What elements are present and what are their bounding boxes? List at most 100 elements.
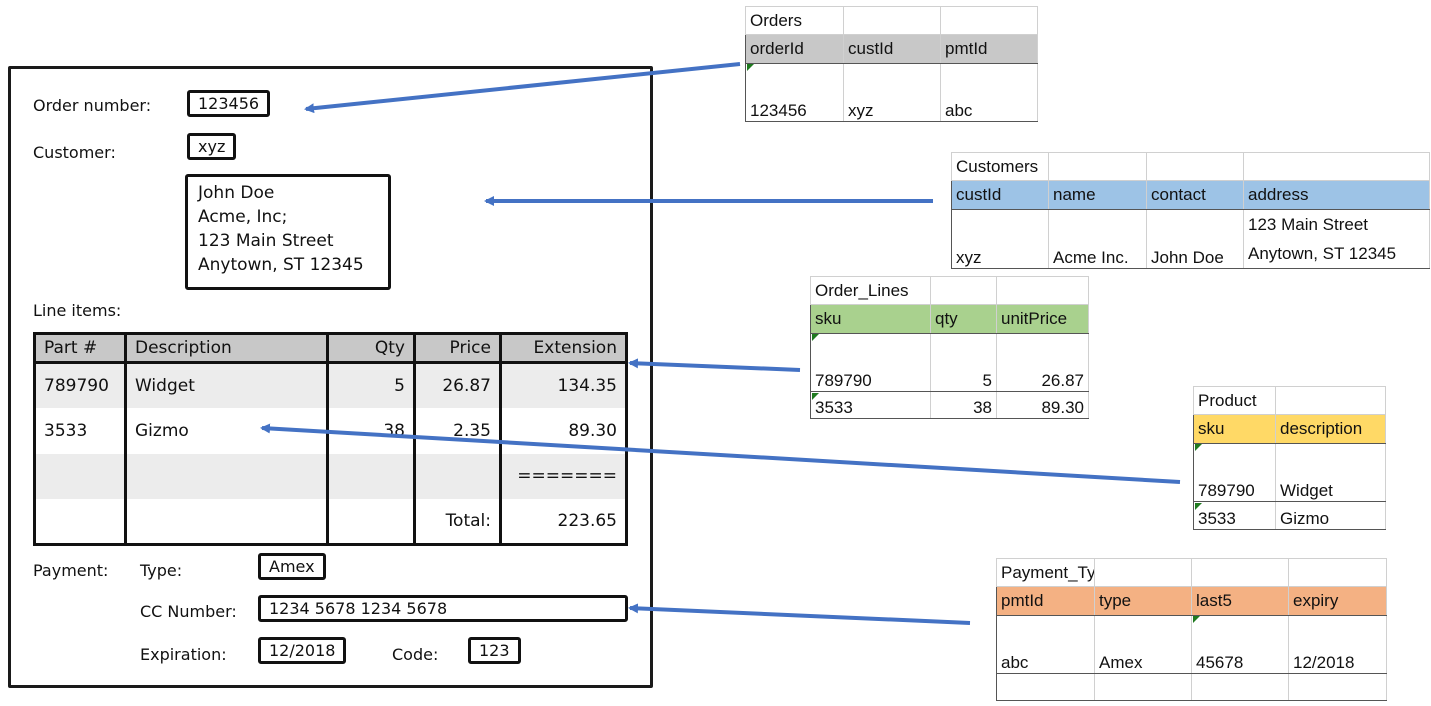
table-row: 3533 Gizmo 38 2.35 89.30 — [35, 408, 627, 454]
sheet-title: Product — [1193, 386, 1276, 415]
line-items-label: Line items: — [33, 301, 122, 320]
col-header: qty — [930, 304, 997, 334]
table-row: 123456 xyz abc — [745, 63, 1038, 122]
table-row — [996, 673, 1387, 701]
expiration-label: Expiration: — [140, 645, 227, 664]
cell-error-marker — [747, 64, 754, 71]
cell[interactable]: xyz — [843, 63, 941, 122]
cell[interactable]: 89.30 — [996, 391, 1089, 419]
cell-error-marker — [1195, 444, 1202, 451]
arrow-payment-to-cc — [628, 603, 971, 625]
cell-error-marker — [1195, 503, 1202, 510]
col-header: contact — [1146, 180, 1244, 210]
cell[interactable] — [1094, 673, 1192, 701]
cell[interactable]: 26.87 — [996, 333, 1089, 392]
cell-qty — [326, 499, 415, 545]
table-row: 789790 Widget 5 26.87 134.35 — [34, 362, 627, 408]
total-value: 223.65 — [499, 499, 627, 545]
cell[interactable] — [1191, 673, 1289, 701]
cell[interactable]: abc — [940, 63, 1038, 122]
cell-price — [413, 453, 501, 499]
cell[interactable]: Acme Inc. — [1048, 209, 1147, 269]
cell[interactable]: Amex — [1094, 615, 1192, 674]
arrow-order-lines-to-line-items — [628, 358, 801, 372]
payment-label: Payment: — [33, 561, 109, 580]
cell[interactable] — [996, 673, 1095, 701]
sheet-title: Customers — [951, 152, 1049, 181]
line-items-table: Part # Description Qty Price Extension 7… — [33, 332, 628, 546]
col-header-part: Part # — [34, 333, 126, 364]
cell-price: 2.35 — [413, 408, 501, 454]
cell-description: Gizmo — [124, 408, 328, 454]
col-header: custId — [843, 34, 941, 64]
cell-error-marker — [812, 393, 819, 400]
cell[interactable]: John Doe — [1146, 209, 1244, 269]
cc-number-field[interactable]: 1234 5678 1234 5678 — [258, 595, 628, 622]
cell-error-marker — [1193, 616, 1200, 623]
col-header: pmtId — [940, 34, 1038, 64]
cc-number-label: CC Number: — [140, 602, 237, 621]
cell-error-marker — [812, 334, 819, 341]
table-row: ======= — [34, 453, 627, 499]
payment-types-sheet: Payment_Types pmtId type last5 expiry ab… — [996, 558, 1387, 701]
cell[interactable]: abc — [996, 615, 1095, 674]
payment-type-field[interactable]: Amex — [258, 553, 326, 580]
customer-label: Customer: — [33, 143, 116, 162]
order-number-field[interactable]: 123456 — [187, 90, 271, 117]
expiration-field[interactable]: 12/2018 — [258, 637, 347, 664]
address-line: Anytown, ST 12345 — [198, 255, 364, 275]
col-header-description: Description — [124, 333, 328, 364]
col-header: unitPrice — [996, 304, 1089, 334]
total-label: Total: — [413, 499, 501, 545]
sheet-title: Payment_Types — [996, 558, 1095, 587]
cell[interactable]: 789790 — [810, 333, 931, 392]
security-code-label: Code: — [392, 645, 439, 664]
address-line: John Doe — [198, 183, 275, 203]
cell[interactable]: 38 — [930, 391, 997, 419]
cell[interactable]: 3533 — [810, 391, 931, 419]
col-header: address — [1243, 180, 1430, 210]
table-row: abc Amex 45678 12/2018 — [996, 615, 1387, 674]
cell[interactable] — [1288, 673, 1387, 701]
order-number-label: Order number: — [33, 96, 152, 115]
customers-sheet: Customers custId name contact address xy… — [951, 152, 1430, 269]
table-row: 789790 5 26.87 — [810, 333, 1089, 392]
address-cell[interactable]: 123 Main Street Anytown, ST 12345 — [1243, 209, 1430, 269]
cell-price: 26.87 — [413, 362, 501, 408]
product-sheet: Product sku description 789790 Widget 35… — [1193, 386, 1386, 530]
cell[interactable]: xyz — [951, 209, 1049, 269]
table-row: xyz Acme Inc. John Doe 123 Main Street A… — [951, 209, 1430, 269]
cell-description: Widget — [124, 362, 328, 408]
cell[interactable]: 12/2018 — [1288, 615, 1387, 674]
cell-part — [34, 453, 126, 499]
cell[interactable]: 5 — [930, 333, 997, 392]
cell[interactable]: Gizmo — [1275, 501, 1386, 530]
cell[interactable]: 45678 — [1191, 615, 1289, 674]
payment-types-header-row: pmtId type last5 expiry — [996, 586, 1387, 616]
table-row: Total: 223.65 — [35, 499, 627, 545]
cell-qty: 5 — [326, 362, 415, 408]
table-row: 3533 Gizmo — [1193, 501, 1386, 530]
cell-description — [124, 453, 328, 499]
cell-part: 3533 — [44, 420, 88, 441]
cell[interactable]: Widget — [1275, 443, 1386, 502]
cell[interactable]: 3533 — [1193, 501, 1276, 530]
orders-header-row: orderId custId pmtId — [745, 34, 1038, 64]
col-header: pmtId — [996, 586, 1095, 616]
cell-qty: 38 — [326, 408, 415, 454]
cell[interactable]: 123456 — [745, 63, 844, 122]
col-header: orderId — [745, 34, 844, 64]
col-header: sku — [1193, 414, 1276, 444]
cell[interactable]: 789790 — [1193, 443, 1276, 502]
address-line: 123 Main Street — [1248, 215, 1369, 234]
cell-extension: 89.30 — [499, 408, 627, 454]
customers-header-row: custId name contact address — [951, 180, 1430, 210]
customer-address-field[interactable]: John Doe Acme, Inc; 123 Main Street Anyt… — [185, 174, 391, 290]
col-header: name — [1048, 180, 1147, 210]
customer-id-field[interactable]: xyz — [187, 133, 237, 160]
cell-description — [124, 499, 328, 545]
cell-qty — [326, 453, 415, 499]
security-code-field[interactable]: 123 — [468, 637, 521, 664]
table-row: 3533 38 89.30 — [810, 391, 1089, 419]
payment-type-label: Type: — [140, 561, 183, 580]
